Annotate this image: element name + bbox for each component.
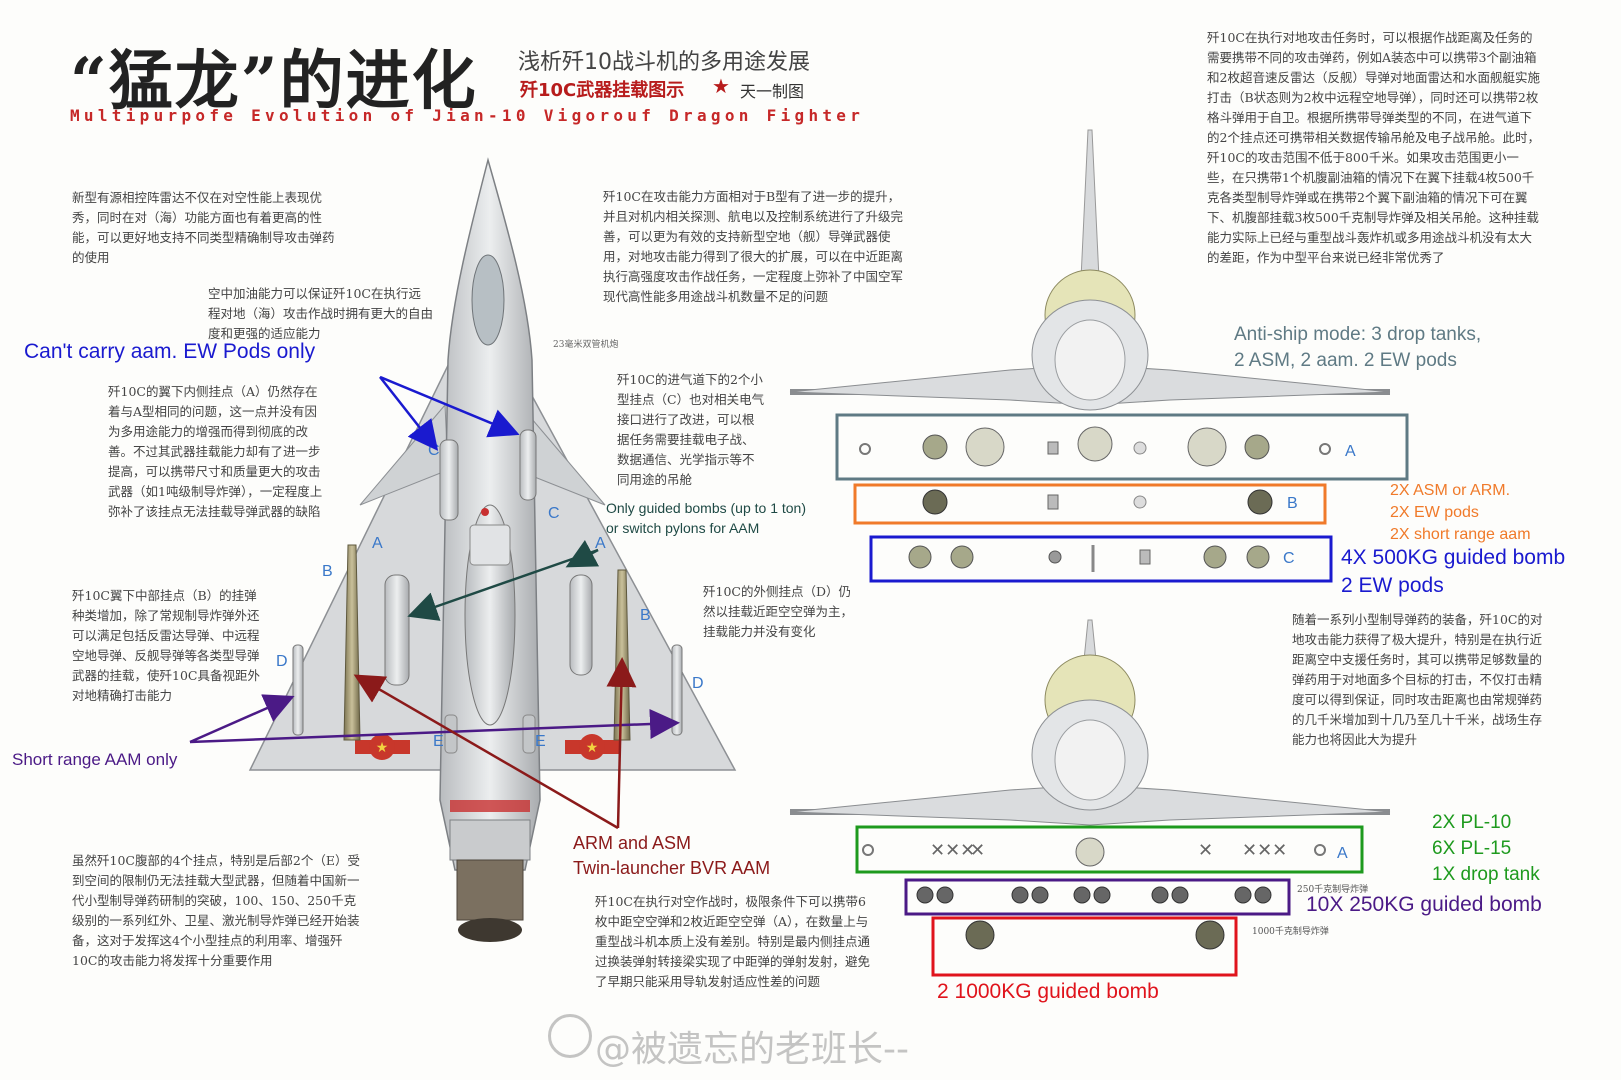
annotation-c-line1: 4X 500KG guided bomb (1341, 546, 1566, 569)
annotation-twin-bvr: Twin-launcher BVR AAM (573, 858, 771, 878)
annotation-c-line2: 2 EW pods (1341, 574, 1444, 597)
english-title: Multipurpofe Evolution of Jian-10 Vigoro… (70, 106, 865, 125)
text-ground-attack: 歼10C在执行对地攻击任务时，可以根据作战距离及任务的需要携带不同的攻击弹药，例… (1207, 30, 1540, 265)
svg-text:★: ★ (586, 740, 599, 756)
annotation-guided-bombs-1: Only guided bombs (up to 1 ton) (606, 500, 807, 516)
loadout-box-b: B (853, 483, 1327, 525)
label-250kg: 250千克制导炸弹 (1297, 885, 1369, 895)
section-title: 歼10C武器挂载图示 (520, 80, 685, 101)
aircraft-front-view-1 (789, 129, 1391, 411)
annotation-antiship-2: 2 ASM, 2 aam. 2 EW pods (1234, 350, 1457, 371)
station-d-right-label: D (692, 675, 704, 692)
arrow-ew-right (379, 375, 520, 438)
loadout-box-250kg (904, 878, 1291, 916)
svg-text:✕: ✕ (1198, 840, 1213, 861)
insignia-left: ★ (355, 734, 410, 760)
station-c-right-label: C (548, 505, 560, 522)
text-air-combat: 歼10C在执行对空作战时，极限条件下可以携带6枚中距空空弹和2枚近距空空弹（A）… (595, 894, 871, 989)
annotation-250kg: 10X 250KG guided bomb (1306, 893, 1542, 916)
station-b-right-label: B (640, 607, 651, 624)
arrow-bombs-right (565, 539, 600, 568)
author-credit: 天一制图 (740, 82, 805, 101)
weibo-logo-icon (548, 1014, 592, 1058)
aircraft-top-view: ★ ★ (248, 157, 737, 942)
annotation-air-line3: 1X drop tank (1432, 864, 1540, 885)
loadout-box-air: ✕✕✕ ✕ ✕ ✕✕✕ A (855, 825, 1364, 874)
box-c-station-label: C (1283, 550, 1295, 567)
page-title: “猛龙”的进化 (70, 44, 478, 119)
station-d-left-label: D (276, 653, 288, 670)
text-station-b: 歼10C翼下中部挂点（B）的挂弹种类增加，除了常规制导炸弹外还可以满足包括反雷达… (72, 588, 260, 703)
text-refuel: 空中加油能力可以保证歼10C在执行远程对地（海）攻击作战时拥有更大的自由度和更强… (208, 286, 434, 341)
annotation-b-line2: 2X EW pods (1390, 504, 1479, 521)
arrow-arm-right (606, 657, 637, 829)
watermark: @被遗忘的老班长-- (595, 1029, 909, 1070)
annotation-b-line3: 2X short range aam (1390, 526, 1531, 543)
box-air-station-label: A (1337, 845, 1348, 862)
label-1000kg: 1000千克制导炸弹 (1252, 927, 1329, 937)
text-station-e: 虽然歼10C腹部的4个挂点，特别是后部2个（E）受到空间的限制仍无法挂载大型武器… (72, 853, 361, 968)
insignia-right: ★ (565, 734, 620, 760)
text-small-munitions: 随着一系列小型制导弹药的装备，歼10C的对地攻击能力获得了极大提升，特别是在执行… (1292, 612, 1543, 747)
annotation-antiship-1: Anti-ship mode: 3 drop tanks, (1234, 324, 1482, 345)
annotation-ew-pods: Can't carry aam. EW Pods only (24, 340, 316, 363)
arrow-aam-right (189, 708, 680, 744)
text-station-d: 歼10C的外侧挂点（D）仍然以挂载近距空空弹为主，挂载能力并没有变化 (703, 584, 854, 639)
arrow-arm-left (353, 674, 619, 830)
page-subtitle: 浅析歼10战斗机的多用途发展 (518, 50, 810, 75)
station-a-right-label: A (595, 535, 606, 552)
box-a-station-label: A (1345, 443, 1356, 460)
text-station-c: 歼10C的进气道下的2个小型挂点（C）也对相关电气接口进行了改进，可以根据任务需… (617, 372, 765, 487)
loadout-box-a: A (835, 413, 1409, 481)
text-attack: 歼10C在攻击能力方面相对于B型有了进一步的提升，并且对机内相关探测、航电以及控… (603, 189, 904, 304)
annotation-arm-asm: ARM and ASM (573, 833, 692, 853)
loadout-box-1000kg (931, 916, 1238, 977)
svg-text:★: ★ (376, 740, 389, 756)
aircraft-front-view-2 (789, 619, 1391, 826)
star-icon: ★ (712, 74, 730, 98)
svg-text:✕✕✕: ✕✕✕ (1242, 840, 1287, 861)
arrow-ew-left (379, 376, 439, 451)
station-b-left-label: B (322, 563, 333, 580)
station-a-left-label: A (372, 535, 383, 552)
station-e-right-label: E (535, 733, 546, 750)
text-radar: 新型有源相控阵雷达不仅在对空性能上表现优秀，同时在对（海）功能方面也有着更高的性… (72, 190, 335, 265)
annotation-short-range-aam: Short range AAM only (12, 750, 178, 769)
annotation-b-line1: 2X ASM or ARM. (1390, 482, 1511, 499)
annotation-arrows (189, 375, 680, 830)
annotation-air-line1: 2X PL-10 (1432, 812, 1512, 833)
text-station-a: 歼10C的翼下内侧挂点（A）仍然存在着与A型相同的问题，这一点并没有因为多用途能… (108, 384, 323, 519)
box-b-station-label: B (1287, 495, 1298, 512)
svg-text:✕✕✕: ✕✕✕ (930, 840, 975, 861)
loadout-box-c: C (869, 535, 1333, 583)
station-e-left-label: E (433, 733, 444, 750)
svg-text:✕: ✕ (970, 840, 985, 861)
arrow-aam-left (189, 694, 295, 744)
gun-label: 23毫米双管机炮 (553, 340, 619, 350)
annotation-guided-bombs-2: or switch pylons for AAM (606, 520, 760, 536)
annotation-1000kg: 2 1000KG guided bomb (937, 980, 1159, 1003)
annotation-air-line2: 6X PL-15 (1432, 838, 1512, 859)
